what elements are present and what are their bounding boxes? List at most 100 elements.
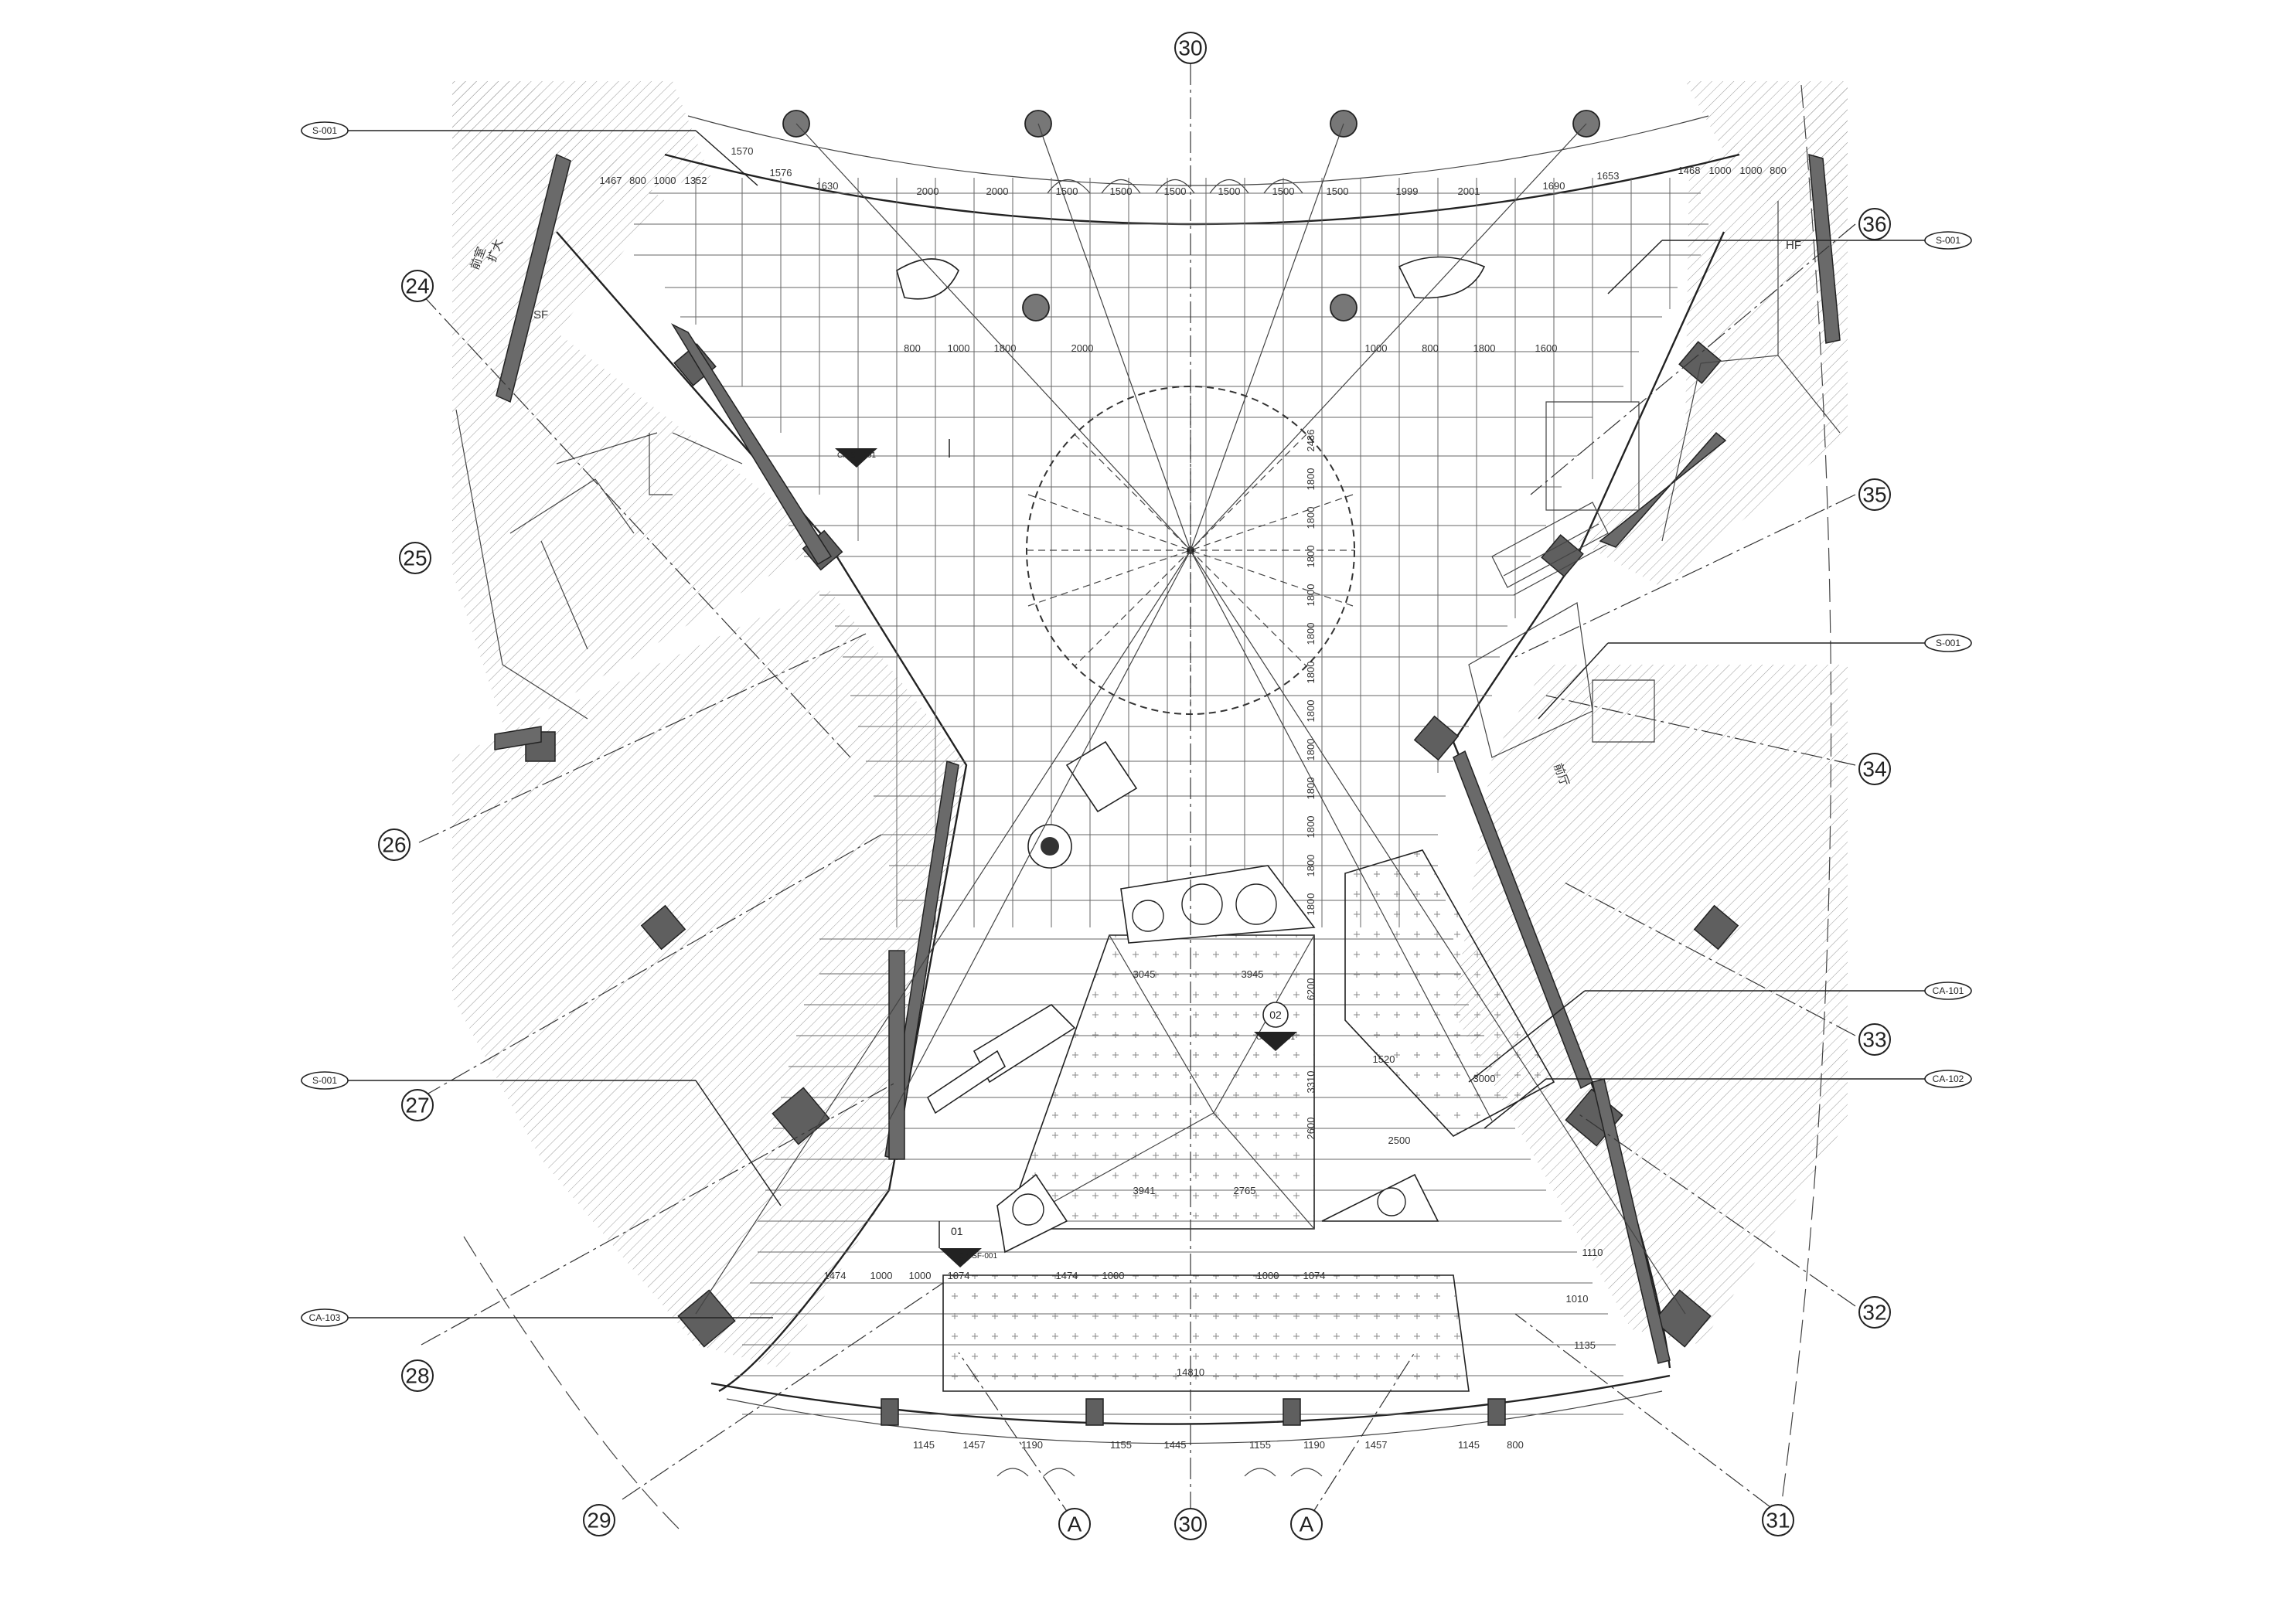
dim-grid-1: 800 xyxy=(904,342,921,354)
dim-grid-5: 1000 xyxy=(1365,342,1388,354)
dim-lower-10: 1135 xyxy=(1574,1339,1596,1351)
svg-text:27: 27 xyxy=(405,1094,429,1118)
tag-leaders xyxy=(345,130,1928,1318)
svg-text:34: 34 xyxy=(1862,757,1886,781)
dim-vert-9: 1800 xyxy=(1305,739,1317,761)
dim-mid-2: 3045 xyxy=(1133,968,1156,980)
dim-vert-5: 1800 xyxy=(1305,584,1317,607)
dim-lower-4: 1074 xyxy=(948,1270,970,1281)
walls xyxy=(494,153,1841,1364)
hatch-right-upper xyxy=(1577,81,1848,587)
section-mark-01: 01 CA-SF-001 xyxy=(938,1221,997,1267)
dim-lower-8: 1074 xyxy=(1303,1270,1326,1281)
dim-grid-2: 1000 xyxy=(948,342,970,354)
dim-row1-1: 1467 xyxy=(600,175,622,186)
dim-row1-7: 1000 xyxy=(1740,165,1763,176)
grid-bubble-33: 33 xyxy=(1858,1023,1891,1056)
svg-text:25: 25 xyxy=(403,546,427,570)
radial-lines xyxy=(695,123,1686,1315)
room-label-right-1: HF xyxy=(1786,239,1801,252)
dim-mid-4: 3941 xyxy=(1133,1185,1156,1196)
dim-vert-16: 2600 xyxy=(1305,1118,1317,1140)
dim-lower-5: 1474 xyxy=(1056,1270,1078,1281)
tag-ca101: CA-101 xyxy=(1924,982,1972,1000)
dim-top-14: 1576 xyxy=(770,167,792,179)
column-sq-15 xyxy=(1283,1398,1301,1426)
dim-grid-3: 1800 xyxy=(994,342,1017,354)
room-label-left-3: SF xyxy=(533,308,548,322)
dim-row1-5: 1468 xyxy=(1678,165,1701,176)
tag-s001-mid-right: S-001 xyxy=(1924,634,1972,652)
dim-grid-6: 800 xyxy=(1422,342,1439,354)
dim-top-12: 1653 xyxy=(1597,170,1620,182)
dim-mid-7: 3000 xyxy=(1473,1073,1496,1084)
grid-bubble-24: 24 xyxy=(401,270,434,302)
svg-text:29: 29 xyxy=(587,1509,611,1533)
section-mark-02: 02 CA-SF-001 xyxy=(1254,1002,1297,1051)
dim-bottom-3: 1190 xyxy=(1021,1439,1043,1451)
section-mark-03: CA-SF-001 xyxy=(835,439,950,468)
dim-vert-6: 1800 xyxy=(1305,623,1317,645)
dim-row1-3: 1000 xyxy=(654,175,676,186)
dim-vert-8: 1800 xyxy=(1305,700,1317,723)
grid-bubble-30-bottom: 30 xyxy=(1174,1508,1207,1540)
tag-s001-top-right: S-001 xyxy=(1924,231,1972,250)
dim-grid-8: 1600 xyxy=(1535,342,1558,354)
column-round-6 xyxy=(1330,294,1358,322)
dim-bottom-10: 800 xyxy=(1507,1439,1524,1451)
dim-bottom-7: 1190 xyxy=(1303,1439,1325,1451)
column-sq-7 xyxy=(1413,715,1460,761)
svg-text:CA-102: CA-102 xyxy=(1933,1073,1964,1084)
grid-bubble-32: 32 xyxy=(1858,1296,1891,1329)
tag-s001-top-left: S-001 xyxy=(301,121,349,140)
grid-bubble-28: 28 xyxy=(401,1359,434,1392)
grid-lines xyxy=(418,63,1856,1531)
dim-lower-2: 1000 xyxy=(870,1270,893,1281)
svg-text:A: A xyxy=(1068,1512,1082,1536)
dim-lower-9: 1010 xyxy=(1566,1293,1589,1305)
grid-bubble-A-left: A xyxy=(1058,1508,1091,1540)
svg-text:S-001: S-001 xyxy=(312,1075,337,1086)
dim-row1-4: 1352 xyxy=(685,175,707,186)
dim-vert-15: 3310 xyxy=(1305,1071,1317,1094)
hatch-right-lower xyxy=(1453,665,1848,1345)
svg-text:28: 28 xyxy=(405,1364,429,1388)
tag-ca103: CA-103 xyxy=(301,1308,349,1327)
dim-top-4: 1500 xyxy=(1110,185,1133,197)
tag-s001-mid-left: S-001 xyxy=(301,1071,349,1090)
section-mark-01-ref: CA-SF-001 xyxy=(959,1252,997,1261)
grid-bubble-30-top: 30 xyxy=(1174,32,1207,64)
hatched-zones xyxy=(452,81,1848,1368)
svg-text:30: 30 xyxy=(1178,36,1202,60)
svg-text:35: 35 xyxy=(1862,483,1886,507)
svg-text:S-001: S-001 xyxy=(312,125,337,136)
svg-text:36: 36 xyxy=(1862,213,1886,236)
column-sq-16 xyxy=(1487,1398,1506,1426)
dim-bottom-2: 1457 xyxy=(963,1439,986,1451)
dim-row1-8: 800 xyxy=(1770,165,1787,176)
column-round-5 xyxy=(1022,294,1050,322)
svg-text:CA-101: CA-101 xyxy=(1933,985,1964,996)
svg-text:30: 30 xyxy=(1178,1512,1202,1536)
section-marks: 01 CA-SF-001 02 CA-SF-001 CA-SF-001 xyxy=(835,439,1297,1267)
dim-vert-12: 1800 xyxy=(1305,855,1317,877)
column-sq-6 xyxy=(677,1289,736,1348)
hatch-top-left-corner xyxy=(452,81,711,201)
column-sq-14 xyxy=(1085,1398,1104,1426)
svg-text:CA-103: CA-103 xyxy=(309,1312,341,1323)
dim-vert-1: 2436 xyxy=(1305,430,1317,452)
dim-bottom-4: 1155 xyxy=(1110,1439,1132,1451)
dimension-labels: 2000 2000 1500 1500 1500 1500 1500 1500 … xyxy=(600,145,1787,1451)
dim-lower-7: 1000 xyxy=(1257,1270,1279,1281)
grid-bubble-29: 29 xyxy=(583,1504,615,1536)
dim-bottom-9: 1145 xyxy=(1458,1439,1480,1451)
column-sq-8 xyxy=(1541,534,1584,577)
tag-ca102: CA-102 xyxy=(1924,1070,1972,1088)
dim-vert-13: 1800 xyxy=(1305,893,1317,916)
dim-mid-5: 2765 xyxy=(1234,1185,1256,1196)
svg-text:26: 26 xyxy=(382,833,406,857)
dim-lower-6: 1000 xyxy=(1102,1270,1125,1281)
dim-grid-4: 2000 xyxy=(1071,342,1094,354)
dim-bottom-5: 1445 xyxy=(1164,1439,1187,1451)
